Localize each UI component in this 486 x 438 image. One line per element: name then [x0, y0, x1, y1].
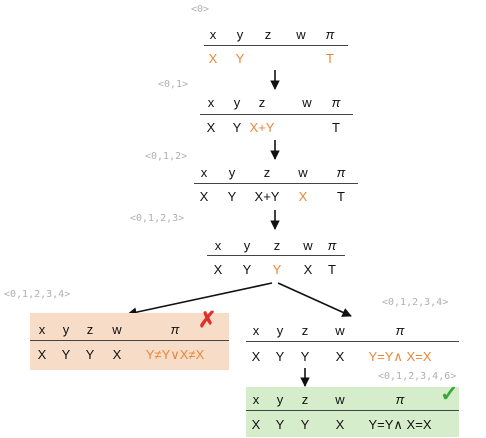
header-pi: π: [327, 238, 337, 253]
value-x: X: [251, 417, 261, 432]
header-x: x: [209, 27, 217, 42]
value-x: X: [37, 347, 47, 362]
header-w: w: [302, 95, 312, 110]
header-y: y: [276, 323, 284, 338]
header-x: x: [214, 238, 222, 253]
value-x: X: [213, 262, 223, 277]
header-pi: π: [336, 165, 346, 180]
value-z: Y: [300, 417, 310, 432]
header-w: w: [303, 238, 313, 253]
header-y: y: [236, 27, 244, 42]
header-w: w: [296, 27, 306, 42]
path-label-1: <0,1>: [158, 79, 189, 90]
header-y: y: [62, 322, 70, 337]
header-y: y: [228, 165, 236, 180]
value-x: X: [206, 120, 216, 135]
header-x: x: [207, 95, 215, 110]
value-pi: Y≠Y∨X≠X: [145, 347, 205, 362]
table-rule: [30, 340, 229, 341]
value-w: X: [112, 347, 122, 362]
arrow-t3-fail: [127, 282, 273, 317]
value-w: X: [335, 349, 345, 364]
header-x: x: [200, 165, 208, 180]
header-x: x: [38, 322, 46, 337]
value-w: X: [335, 417, 345, 432]
value-z: Y: [300, 349, 310, 364]
value-pi: T: [332, 120, 340, 135]
value-x: X: [251, 349, 261, 364]
value-pi: T: [326, 51, 334, 66]
header-x: x: [252, 392, 260, 407]
path-label-4-left: <0,1,2,3,4>: [4, 289, 71, 300]
value-x: X: [208, 51, 218, 66]
table-rule: [246, 410, 459, 411]
header-pi: π: [170, 322, 180, 337]
table-rule: [246, 341, 459, 342]
header-pi: π: [395, 323, 405, 338]
success-state-box: [246, 387, 459, 437]
header-z: z: [301, 392, 309, 407]
value-y: Y: [227, 189, 237, 204]
value-pi: T: [337, 189, 345, 204]
path-label-0: <0>: [191, 4, 210, 15]
table-rule: [207, 255, 345, 256]
header-w: w: [335, 392, 345, 407]
value-y: Y: [275, 349, 285, 364]
value-pi: T: [328, 262, 336, 277]
fail-state-box: [30, 313, 229, 370]
header-pi: π: [395, 392, 405, 407]
table-rule: [200, 114, 353, 115]
path-label-3: <0,1,2,3>: [130, 213, 185, 224]
header-z: z: [263, 165, 271, 180]
check-mark-icon: ✓: [440, 381, 459, 406]
header-w: w: [298, 165, 308, 180]
header-pi: π: [325, 27, 335, 42]
header-w: w: [112, 322, 122, 337]
header-x: x: [252, 323, 260, 338]
value-w: X: [303, 262, 313, 277]
value-y: Y: [275, 417, 285, 432]
header-y: y: [276, 392, 284, 407]
value-y: Y: [235, 51, 245, 66]
value-y: Y: [232, 120, 242, 135]
value-pi: Y=Y∧ X=X: [368, 417, 432, 432]
header-z: z: [301, 323, 309, 338]
path-label-2: <0,1,2>: [145, 151, 188, 162]
value-y: Y: [242, 262, 252, 277]
value-z: X+Y: [254, 189, 280, 204]
value-pi: Y=Y∧ X=X: [368, 349, 432, 364]
value-z: Y: [272, 262, 282, 277]
value-x: X: [199, 189, 209, 204]
table-rule: [204, 45, 348, 46]
header-pi: π: [331, 95, 341, 110]
arrow-t3-right: [277, 282, 352, 317]
header-z: z: [86, 322, 94, 337]
table-rule: [194, 183, 358, 184]
value-y: Y: [61, 347, 71, 362]
header-z: z: [273, 238, 281, 253]
header-z: z: [264, 27, 272, 42]
value-z: X+Y: [249, 120, 275, 135]
header-y: y: [243, 238, 251, 253]
path-label-6: <0,1,2,3,4,6>: [378, 371, 457, 382]
header-w: w: [335, 323, 345, 338]
header-y: y: [233, 95, 241, 110]
cross-mark-icon: ✗: [198, 307, 217, 332]
value-z: Y: [85, 347, 95, 362]
value-w: X: [298, 189, 308, 204]
path-label-4-right: <0,1,2,3,4>: [382, 297, 449, 308]
header-z: z: [258, 95, 266, 110]
